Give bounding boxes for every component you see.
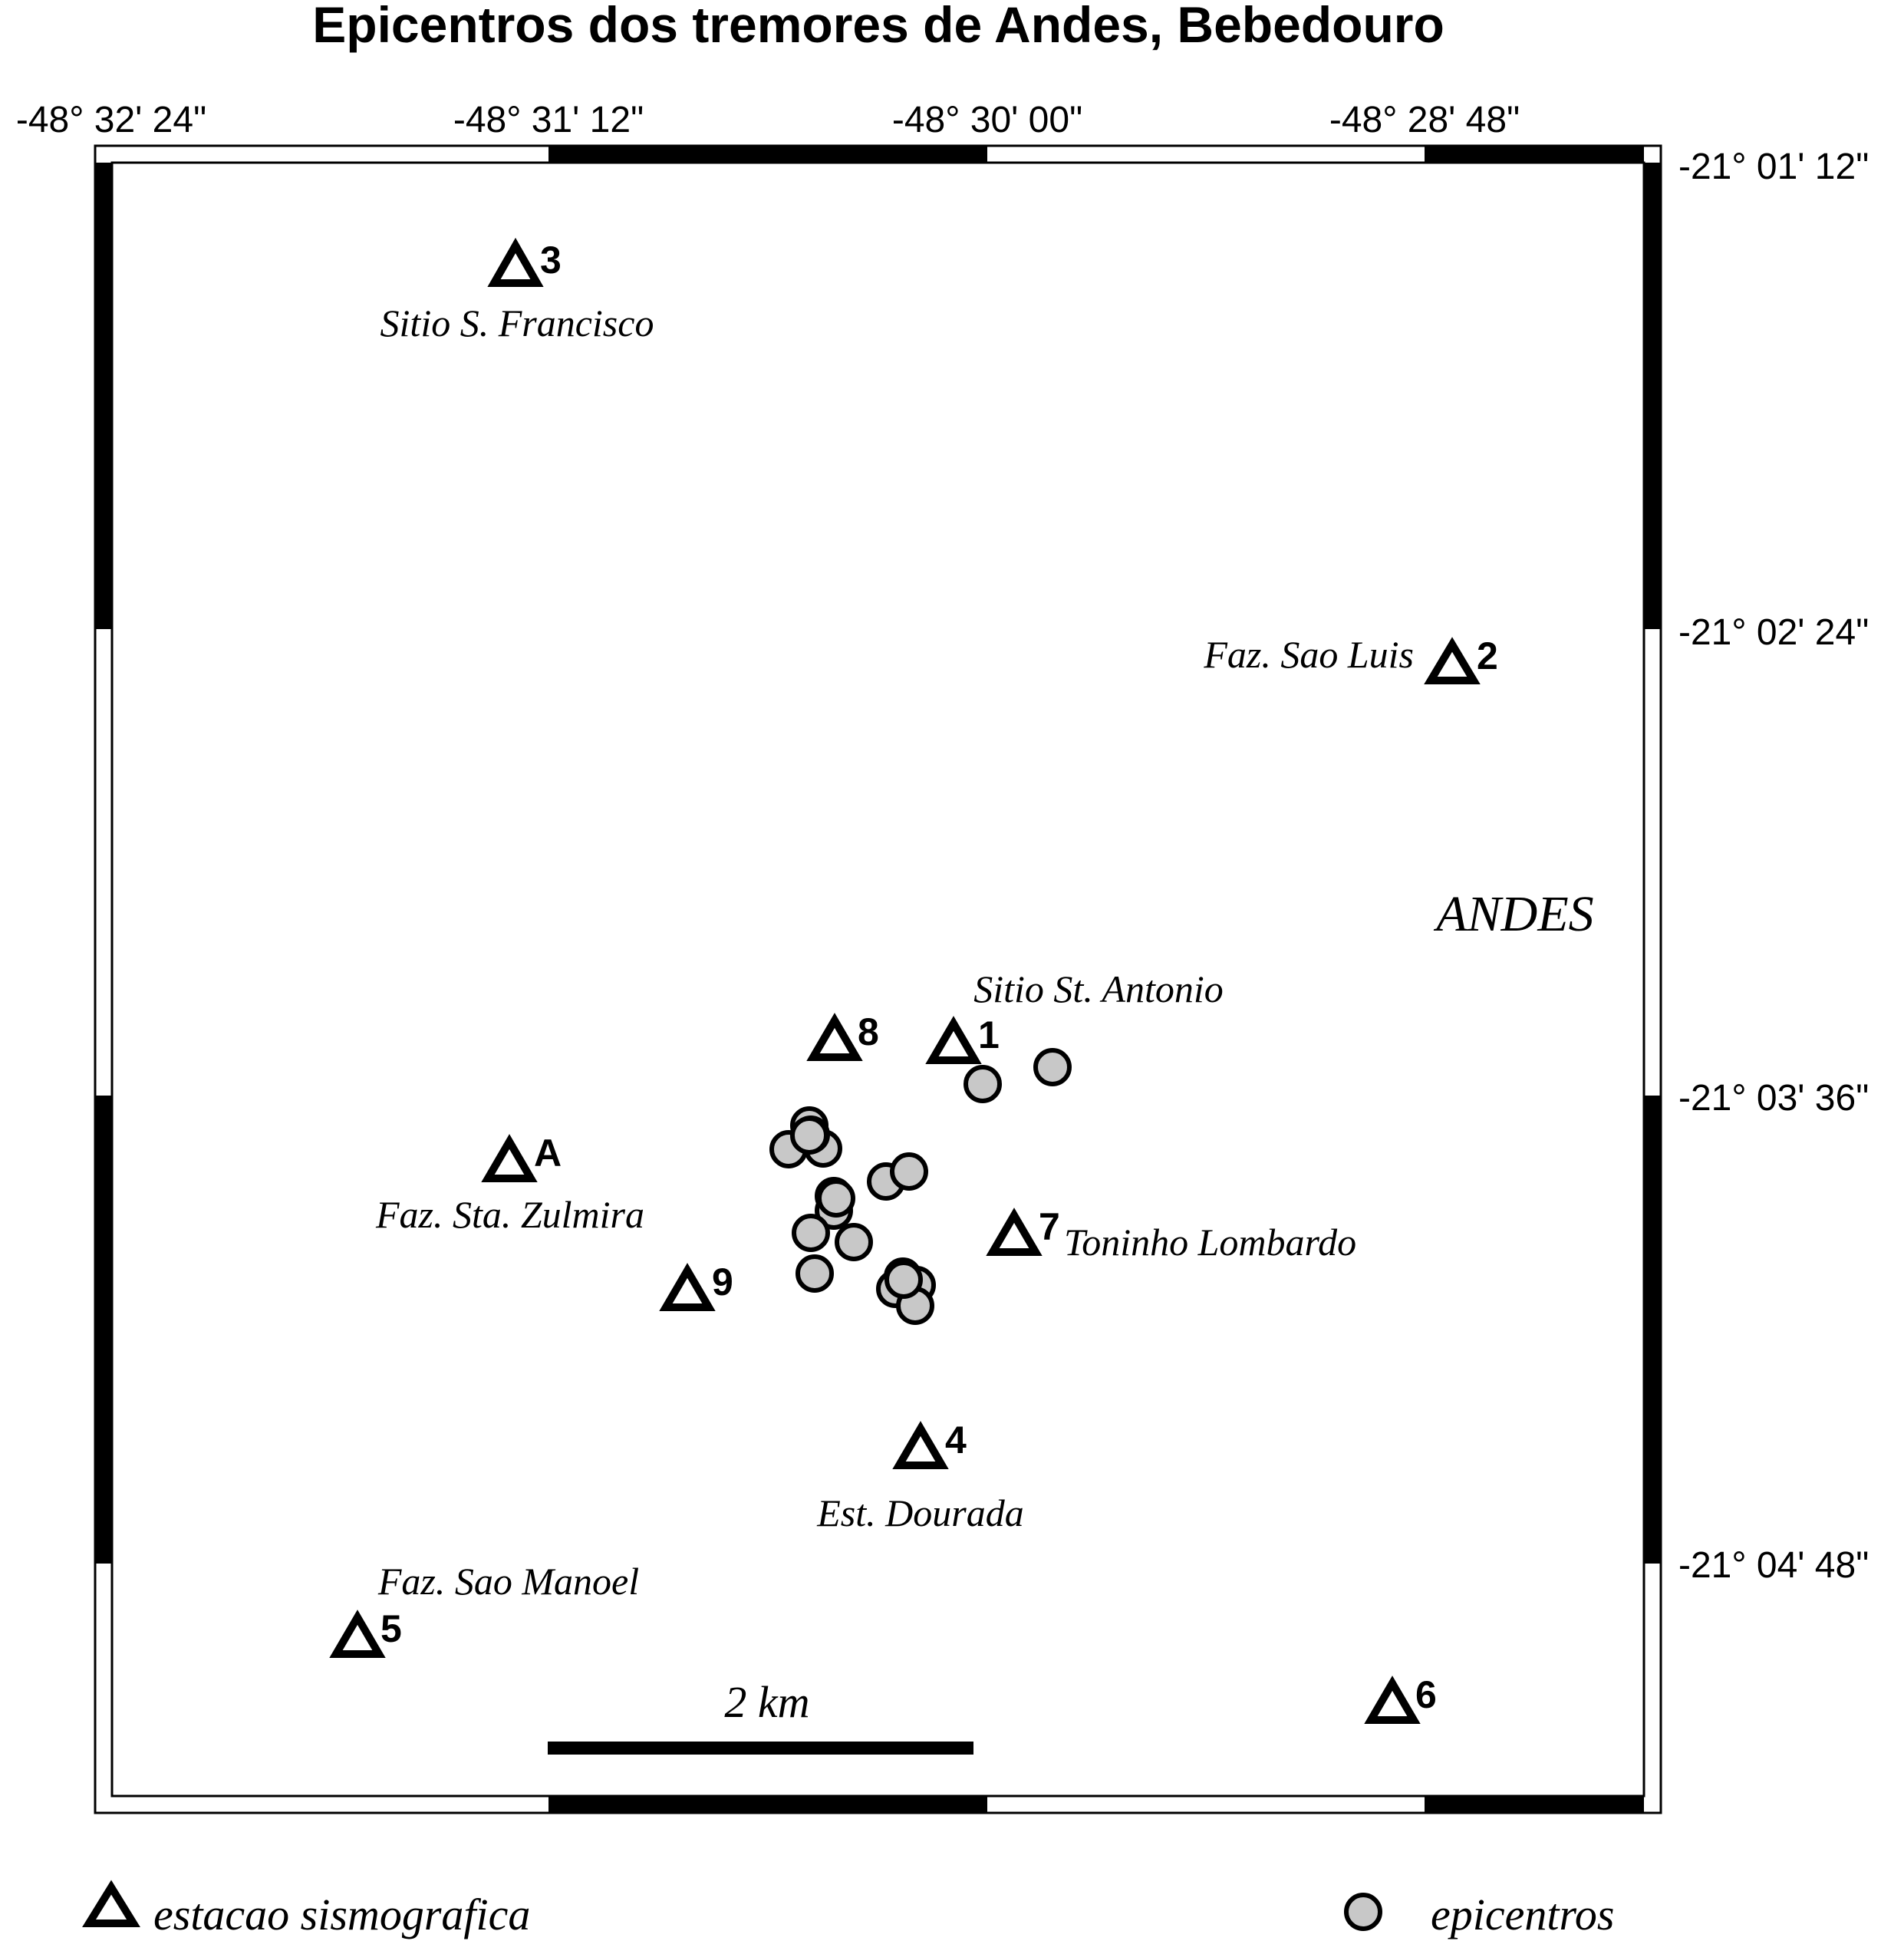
station-label: 3: [540, 239, 562, 282]
top-tick-label-4: -48° 28' 48": [1329, 100, 1520, 140]
scale-bar-line: [548, 1742, 973, 1755]
place-label-sitio-st-antonio: Sitio St. Antonio: [973, 967, 1224, 1010]
epicenter-marker: [1033, 1048, 1072, 1086]
epicenter-marker: [884, 1260, 923, 1299]
right-tick-label-4: -21° 04' 48": [1678, 1545, 1869, 1586]
place-label-faz-sao-manoel: Faz. Sao Manoel: [377, 1560, 639, 1603]
epicenter-marker: [790, 1116, 828, 1155]
epicenter-group: [769, 1048, 1072, 1325]
right-tick-label-1: -21° 01' 12": [1678, 147, 1869, 187]
station-triangle-icon: [487, 237, 544, 287]
top-tick-label-2: -48° 31' 12": [453, 100, 644, 140]
station-group: 3 2 8 1 A 7 9 4: [329, 237, 1498, 1724]
legend: estacao sismografica epicentros: [82, 1880, 1614, 1939]
place-label-faz-sao-luis: Faz. Sao Luis: [1203, 633, 1414, 676]
station-8: 8: [806, 1010, 879, 1061]
legend-epicenter-circle-icon: [1344, 1893, 1382, 1931]
place-label-faz-sta-zulmira: Faz. Sta. Zulmira: [375, 1193, 644, 1236]
station-triangle-icon: [986, 1208, 1043, 1256]
right-tick-label-3: -21° 03' 36": [1678, 1078, 1869, 1119]
epicenter-marker: [792, 1214, 830, 1252]
station-triangle-icon: [329, 1610, 386, 1658]
station-triangle-icon: [806, 1013, 863, 1061]
town-label-andes: ANDES: [1433, 886, 1593, 942]
station-label: 4: [945, 1419, 967, 1462]
map-frame: [94, 144, 1662, 1814]
legend-epicenter-label: epicentros: [1431, 1890, 1614, 1939]
station-triangle-icon: [659, 1263, 716, 1311]
station-label: 2: [1477, 634, 1498, 677]
top-tick-label-1: -48° 32' 24": [16, 100, 206, 140]
map-title: Epicentros dos tremores de Andes, Bebedo…: [312, 0, 1444, 53]
scale-bar-label: 2 km: [724, 1677, 809, 1727]
station-label: 5: [380, 1607, 402, 1650]
station-triangle-icon: [481, 1134, 538, 1182]
scale-bar: 2 km: [548, 1677, 973, 1755]
station-7: 7: [986, 1205, 1060, 1256]
station-label: 8: [858, 1010, 879, 1053]
station-2: 2: [1424, 634, 1498, 684]
right-tick-label-2: -21° 02' 24": [1678, 612, 1869, 653]
epicenter-marker: [964, 1065, 1002, 1103]
station-label: 9: [712, 1260, 733, 1303]
epicenter-marker: [890, 1152, 928, 1191]
station-5: 5: [329, 1607, 402, 1658]
station-9: 9: [659, 1260, 733, 1311]
epicenter-marker: [817, 1179, 855, 1218]
station-4: 4: [892, 1419, 967, 1469]
station-3: 3: [487, 237, 562, 287]
epicenter-marker: [835, 1223, 873, 1261]
epicenter-marker: [796, 1254, 834, 1293]
station-triangle-icon: [925, 1016, 982, 1064]
station-triangle-icon: [892, 1421, 949, 1469]
legend-station-label: estacao sismografica: [153, 1890, 530, 1939]
place-label-toninho-lombardo: Toninho Lombardo: [1064, 1221, 1356, 1264]
top-tick-label-3: -48° 30' 00": [892, 100, 1082, 140]
station-1: 1: [925, 1013, 1000, 1064]
station-6: 6: [1364, 1673, 1437, 1724]
station-label: 7: [1039, 1205, 1060, 1248]
station-a: A: [481, 1132, 562, 1182]
station-triangle-icon: [1364, 1676, 1421, 1724]
station-label: A: [534, 1132, 562, 1175]
legend-station-triangle-icon: [82, 1880, 140, 1927]
station-label: 6: [1415, 1673, 1437, 1716]
place-label-sitio-s-francisco: Sitio S. Francisco: [380, 302, 654, 344]
place-label-est-dourada: Est. Dourada: [816, 1491, 1023, 1534]
station-label: 1: [978, 1013, 1000, 1056]
station-triangle-icon: [1424, 637, 1481, 684]
